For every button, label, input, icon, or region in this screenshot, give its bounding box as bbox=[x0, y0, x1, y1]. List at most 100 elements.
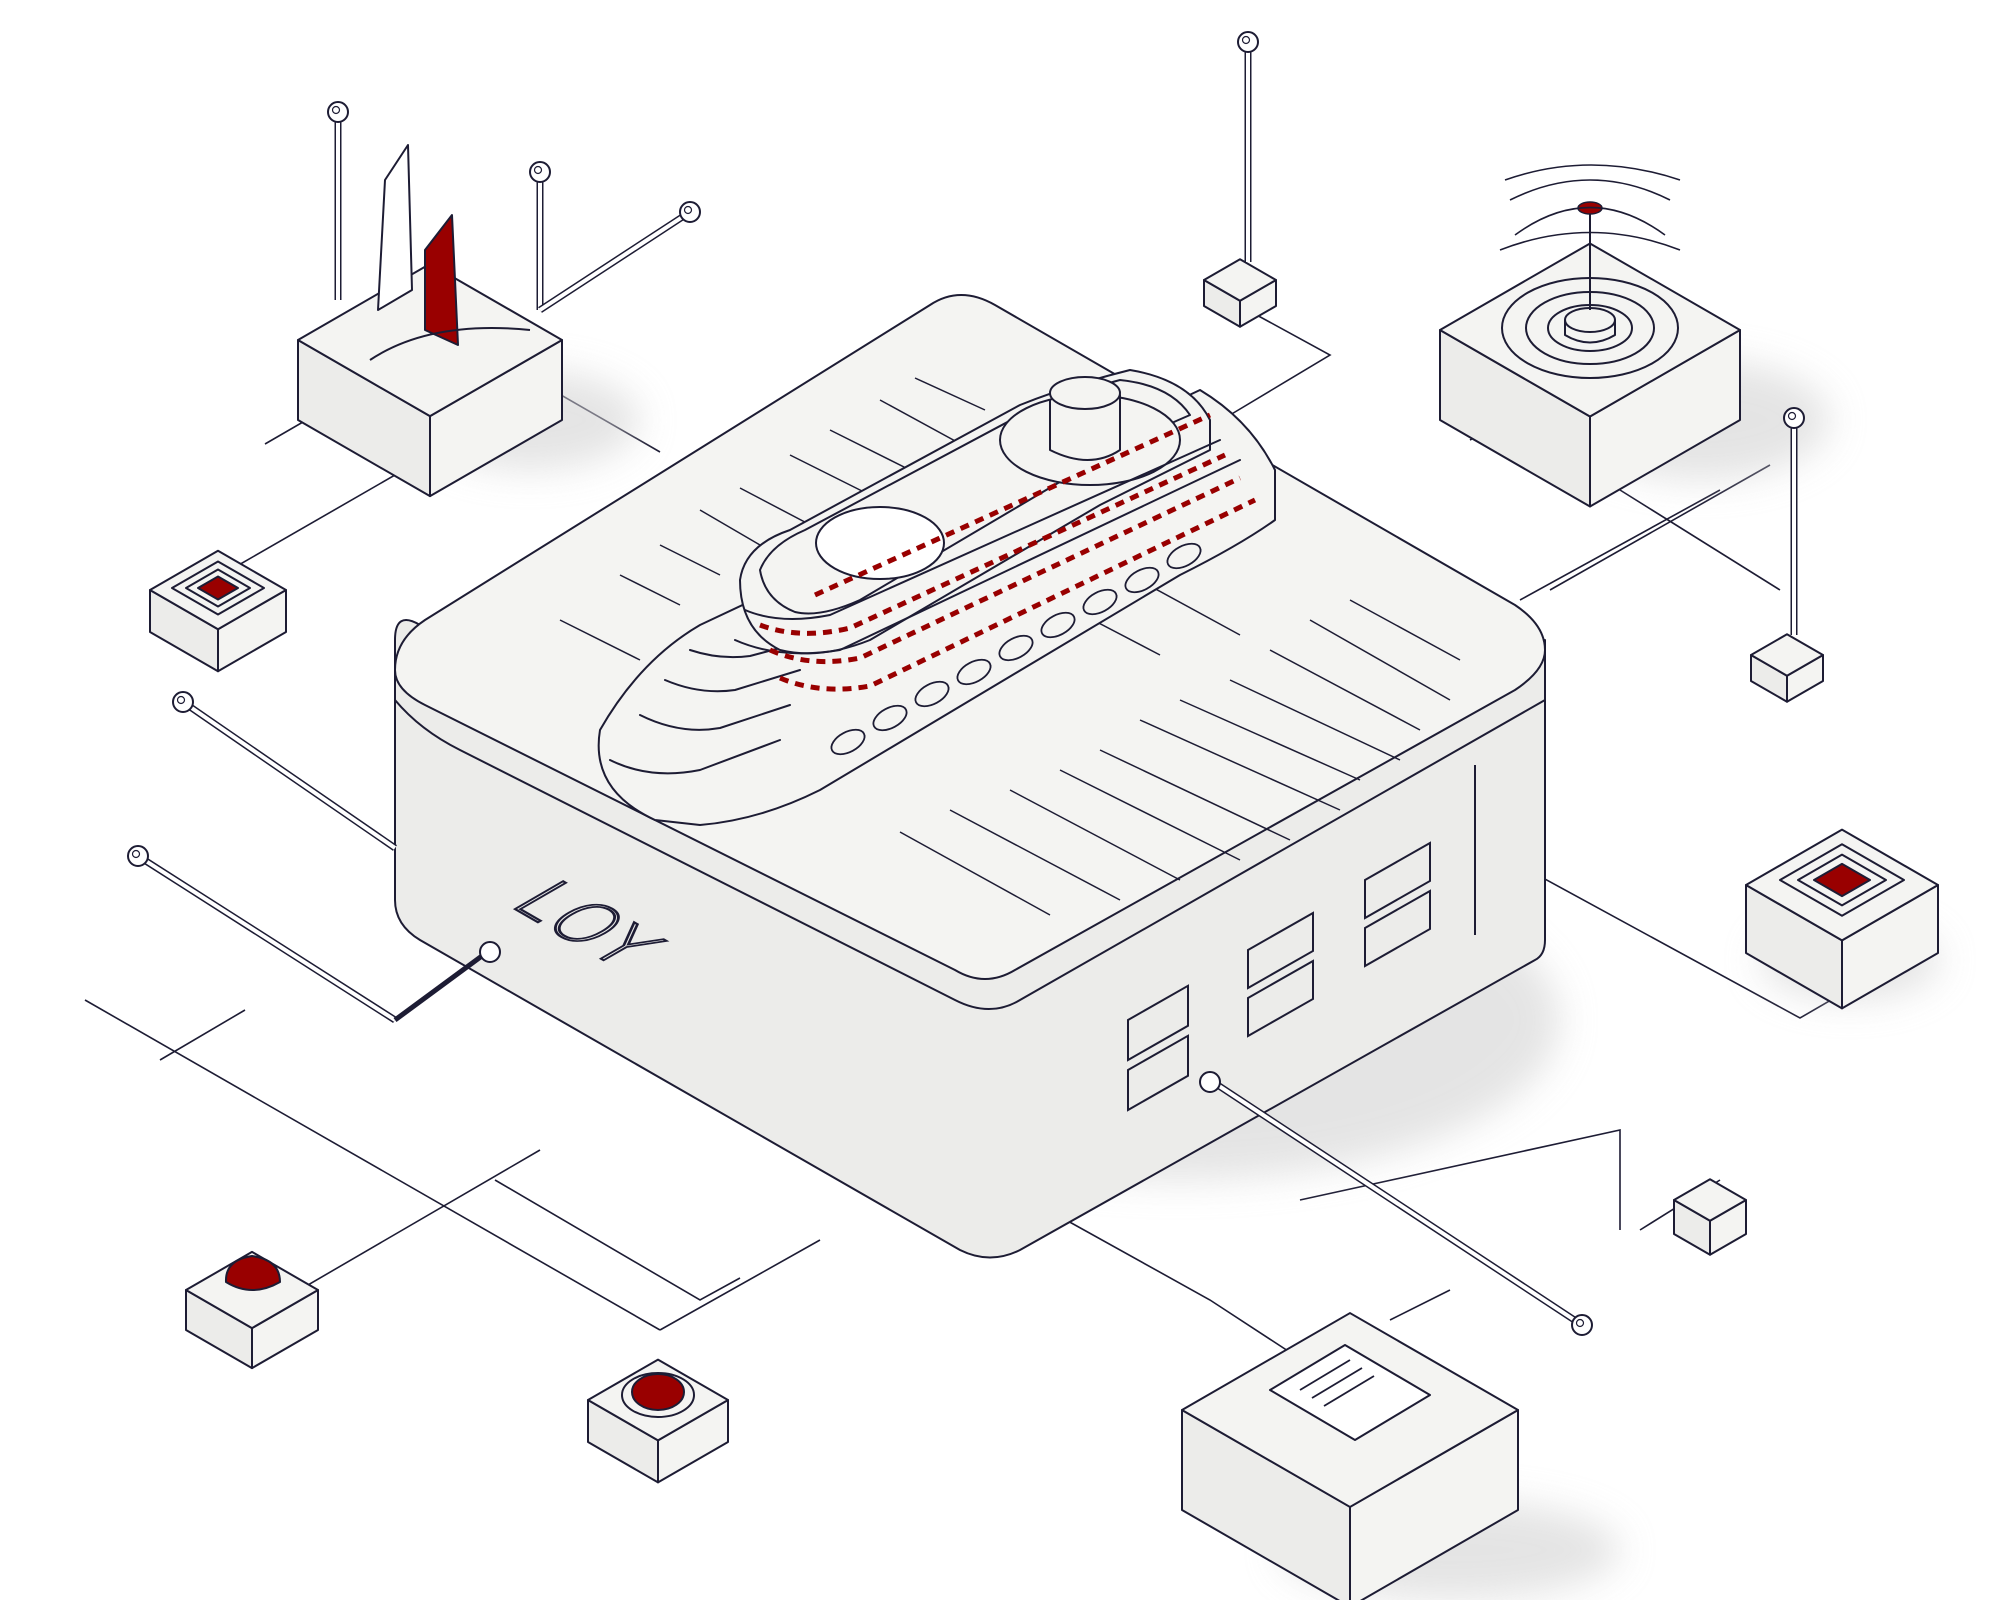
hub-window bbox=[1364, 841, 1431, 920]
module-top-face bbox=[297, 262, 563, 418]
ship-portholes bbox=[830, 542, 1202, 756]
rod-ball bbox=[127, 845, 149, 867]
red-square-icon bbox=[197, 575, 239, 601]
motion-line bbox=[899, 831, 1051, 916]
sail-white bbox=[377, 144, 413, 311]
document-line bbox=[1299, 1359, 1351, 1391]
porthole bbox=[956, 658, 992, 686]
antenna-node-icon bbox=[1203, 258, 1277, 328]
connector-rod bbox=[172, 691, 397, 851]
rod-ball-highlight bbox=[533, 165, 543, 175]
porthole bbox=[914, 680, 950, 708]
red-square-button-icon bbox=[149, 549, 287, 673]
red-dome-button-icon bbox=[185, 1250, 319, 1370]
hub-window bbox=[1364, 889, 1431, 968]
ship-deck-line bbox=[734, 459, 1241, 655]
radar-wave bbox=[1509, 179, 1671, 201]
module-top-face bbox=[1203, 258, 1277, 302]
red-square-icon bbox=[1813, 862, 1871, 898]
radar-sonar-icon bbox=[1439, 164, 1741, 508]
red-dome-icon bbox=[224, 1255, 281, 1291]
motion-line bbox=[559, 619, 641, 661]
rod-fill bbox=[136, 854, 397, 1022]
porthole bbox=[1082, 588, 1118, 616]
motion-line bbox=[914, 377, 986, 411]
rod-ball-highlight bbox=[131, 849, 141, 859]
document-line bbox=[1323, 1375, 1375, 1407]
ship-bow-line bbox=[639, 704, 791, 731]
motion-line bbox=[1309, 619, 1451, 701]
rod-ball bbox=[1571, 1314, 1593, 1336]
radar-wave bbox=[1514, 206, 1666, 236]
porthole bbox=[1166, 542, 1202, 570]
motion-line bbox=[1099, 749, 1291, 841]
antenna-rod bbox=[327, 101, 349, 300]
module-top-face bbox=[1750, 633, 1824, 677]
cruise-ship-icon bbox=[597, 369, 1276, 826]
rod-ball bbox=[479, 941, 501, 963]
rod-ball bbox=[679, 201, 701, 223]
connector-rod bbox=[538, 201, 701, 313]
porthole bbox=[830, 728, 866, 756]
rod-ball bbox=[172, 691, 194, 713]
ship-accent-stripes bbox=[759, 412, 1257, 692]
connector-rods bbox=[127, 31, 1805, 1336]
document-list-icon bbox=[1181, 1312, 1519, 1600]
hub-windows bbox=[1127, 841, 1431, 1112]
hub-window bbox=[1247, 959, 1314, 1038]
rod-ball-highlight bbox=[1787, 411, 1797, 421]
motion-line bbox=[1269, 649, 1421, 731]
ship-bow-line bbox=[609, 739, 781, 775]
red-dashed-stripe bbox=[813, 412, 1212, 598]
motion-line bbox=[1349, 599, 1461, 661]
red-round-button-icon bbox=[587, 1358, 729, 1484]
hub-rim-line bbox=[394, 699, 1546, 1010]
antenna-rod bbox=[529, 161, 551, 310]
connector-rod bbox=[393, 947, 492, 1023]
red-dashed-stripe bbox=[779, 497, 1257, 692]
ship-bow-line bbox=[664, 669, 801, 693]
rod-ball-highlight bbox=[683, 205, 693, 215]
rod-ball bbox=[1783, 407, 1805, 429]
hub-window bbox=[1247, 911, 1314, 990]
sail-base-curve bbox=[369, 327, 531, 361]
rod-ball bbox=[529, 161, 551, 183]
porthole bbox=[998, 634, 1034, 662]
ship-pool bbox=[815, 506, 945, 580]
ship-sails-icon bbox=[297, 144, 563, 498]
antenna-rod bbox=[1783, 407, 1805, 635]
radar-wave bbox=[1499, 231, 1681, 251]
ship-bow-line bbox=[689, 639, 811, 659]
red-square-button-icon bbox=[1745, 828, 1939, 1010]
radar-puck-top bbox=[1564, 307, 1616, 333]
red-dashed-stripe bbox=[768, 475, 1242, 665]
document-sheet bbox=[1269, 1344, 1431, 1441]
motion-lines bbox=[559, 377, 1461, 916]
red-round-icon bbox=[631, 1373, 685, 1411]
motion-line bbox=[659, 544, 721, 576]
motion-line bbox=[619, 574, 681, 606]
document-line bbox=[1311, 1367, 1363, 1399]
porthole bbox=[1040, 611, 1076, 639]
motion-line bbox=[1229, 679, 1401, 761]
porthole bbox=[872, 704, 908, 732]
ship-funnel-top bbox=[1049, 376, 1121, 410]
red-dashed-stripe bbox=[759, 452, 1227, 636]
plain-cube-icon bbox=[1673, 1178, 1747, 1256]
antenna-node-icon bbox=[1750, 633, 1824, 703]
rod-ball-highlight bbox=[1241, 35, 1251, 45]
hub-window bbox=[1127, 1034, 1189, 1112]
module-group bbox=[149, 144, 1939, 1600]
antenna-rod bbox=[1237, 31, 1259, 262]
rod-fill bbox=[538, 210, 692, 312]
radar-wave bbox=[1504, 164, 1681, 181]
rod-ball bbox=[1199, 1071, 1221, 1093]
motion-line bbox=[1059, 769, 1241, 861]
module-top-face bbox=[1673, 1178, 1747, 1222]
rod-fill bbox=[1208, 1078, 1584, 1327]
connector-rod bbox=[1208, 1077, 1593, 1336]
rod-ball-highlight bbox=[176, 695, 186, 705]
rod-ball-highlight bbox=[1575, 1318, 1585, 1328]
rod-ball bbox=[1237, 31, 1259, 53]
motion-line bbox=[1139, 719, 1341, 811]
